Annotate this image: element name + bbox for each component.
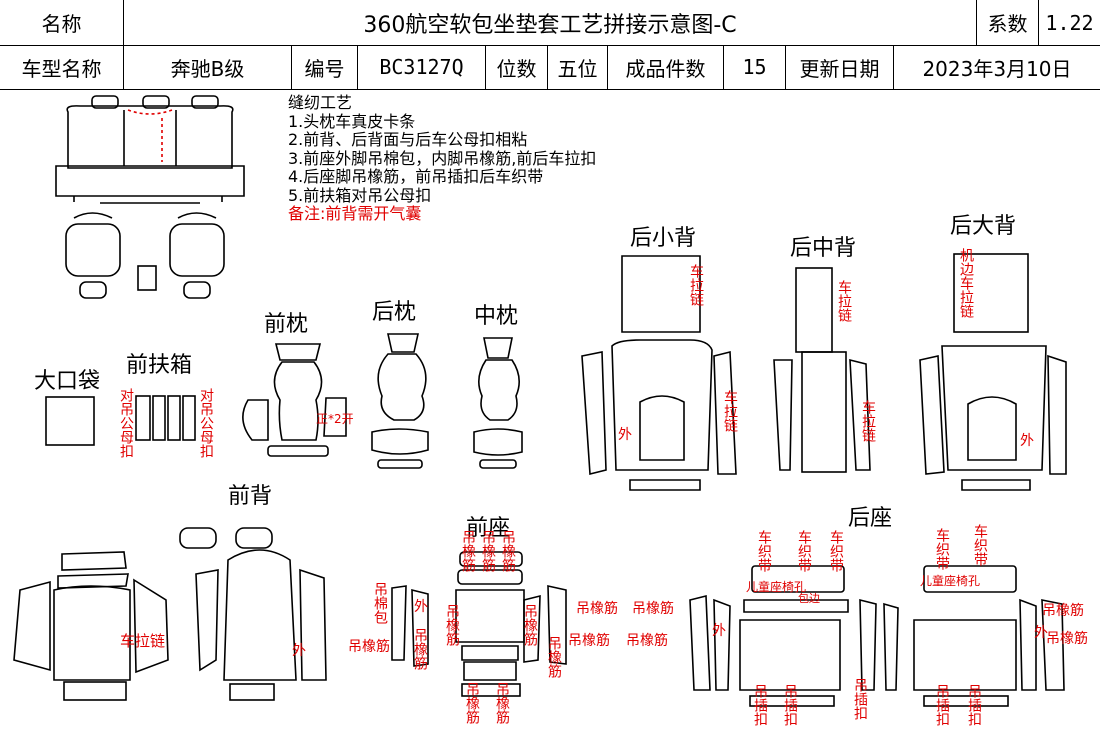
hang-buckle-3: 吊插扣 — [852, 678, 868, 720]
hang-elastic-seat-10: 吊橡筋 — [494, 682, 510, 724]
hang-elastic-rear-1: 吊橡筋 — [1042, 603, 1084, 619]
rear-strap-5: 车织带 — [972, 524, 988, 566]
note-item: 3.前座外脚吊棉包，内脚吊橡筋,前后车拉扣 — [288, 148, 597, 168]
car-label: 车型名称 — [0, 45, 124, 89]
hang-elastic-seat-7: 吊橡筋 — [522, 604, 538, 646]
header-row-2: 车型名称 奔驰B级 编号 BC3127Q 位数 五位 成品件数 15 更新日期 … — [0, 45, 1100, 90]
hang-elastic-seat-6: 吊橡筋 — [444, 604, 460, 646]
car-overview — [55, 95, 245, 299]
notes-title: 缝纫工艺 — [288, 93, 353, 112]
outer-mark-seat: 外 — [414, 599, 428, 615]
mid-pillow-label: 中枕 — [474, 304, 519, 329]
car-value: 奔驰B级 — [124, 45, 292, 89]
note-item: 1.头枕车真皮卡条 — [288, 111, 416, 131]
rear-big-back-shapes — [919, 253, 1067, 491]
hang-buckle-2: 吊插扣 — [782, 684, 798, 726]
hang-elastic-seat-3: 吊橡筋 — [460, 530, 476, 572]
outer-mark-rear: 外 — [712, 623, 726, 639]
hang-elastic-seat-11: 吊橡筋 — [576, 601, 618, 617]
rear-zip-mid-side: 车拉链 — [860, 400, 876, 442]
front-pillow-label: 前枕 — [264, 312, 309, 337]
date-label: 更新日期 — [786, 45, 894, 89]
rear-strap-4: 车织带 — [934, 528, 950, 570]
pieces-value: 15 — [724, 45, 786, 89]
hang-buckle-1: 吊插扣 — [752, 684, 768, 726]
front-armrest-shapes — [135, 395, 196, 441]
rear-small-back-shapes — [581, 255, 737, 491]
rear-strap-3: 车织带 — [828, 530, 844, 572]
rear-pillow-shapes — [371, 333, 429, 469]
date-value: 2023年3月10日 — [922, 56, 1072, 81]
hang-elastic-seat-2: 吊橡筋 — [412, 628, 428, 670]
pieces-label: 成品件数 — [608, 45, 724, 89]
rear-big-back-label: 后大背 — [950, 214, 1017, 239]
rear-mid-back-shapes — [773, 267, 871, 473]
big-pocket-shape — [45, 396, 95, 446]
big-pocket-label: 大口袋 — [34, 369, 101, 394]
mid-pillow-shapes — [473, 337, 523, 469]
hang-elastic-seat-4: 吊橡筋 — [480, 530, 496, 572]
hang-elastic-rear-2: 吊橡筋 — [1046, 631, 1088, 647]
rear-zip-mid: 车拉链 — [836, 280, 852, 322]
hang-buckle-5: 吊插扣 — [966, 684, 982, 726]
outer-mark-front: 外 — [292, 643, 306, 659]
pair-hang-left: 对吊公母扣 — [118, 388, 134, 458]
hang-elastic-seat-8: 吊橡筋 — [546, 636, 562, 678]
rear-small-back-label: 后小背 — [630, 226, 697, 251]
rear-pillow-label: 后枕 — [372, 300, 417, 325]
page-title: 360航空软包坐垫套工艺拼接示意图-C — [124, 0, 977, 45]
wrap-edge-note: 包边 — [798, 592, 820, 605]
front-seat-label: 前座 — [466, 516, 511, 541]
note-item: 2.前背、后背面与后车公母扣相粘 — [288, 130, 528, 149]
machine-edge-zip: 机边车拉链 — [958, 248, 974, 318]
child-seat-hole-1: 儿童座椅孔 — [746, 580, 807, 594]
hang-elastic-seat-9: 吊橡筋 — [464, 682, 480, 724]
header-row-1: 名称 360航空软包坐垫套工艺拼接示意图-C 系数 1.22 — [0, 0, 1100, 46]
hang-cotton-note: 吊棉包 — [372, 582, 388, 624]
hang-buckle-4: 吊插扣 — [934, 684, 950, 726]
rear-zip-front-back: 车拉链 — [120, 632, 166, 650]
note-item: 4.后座脚吊橡筋，前吊插扣后车织带 — [288, 167, 544, 186]
outer-mark-big: 外 — [1020, 433, 1034, 449]
rear-seat-label: 后座 — [848, 506, 893, 531]
outer-mark-rear-2: 外 — [1034, 625, 1048, 641]
rear-mid-back-label: 后中背 — [790, 236, 857, 261]
hang-elastic-seat-1: 吊橡筋 — [348, 639, 390, 655]
front-armrest-label: 前扶箱 — [126, 353, 193, 378]
front-back-label: 前背 — [228, 484, 273, 509]
sewing-notes: 缝纫工艺 1.头枕车真皮卡条 2.前背、后背面与后车公母扣相粘 3.前座外脚吊棉… — [288, 93, 597, 224]
coef-label: 系数 — [977, 0, 1039, 45]
rear-seat-shapes — [689, 565, 1065, 707]
code-label: 编号 — [292, 45, 358, 89]
child-seat-hole-2: 儿童座椅孔 — [920, 574, 981, 588]
seats-value: 五位 — [548, 45, 608, 89]
pair-hang-right: 对吊公母扣 — [198, 388, 214, 458]
notes-remark: 备注:前背需开气囊 — [288, 204, 422, 223]
outer-mark: 外 — [618, 427, 632, 443]
rear-strap-1: 车织带 — [756, 530, 772, 572]
coef-value: 1.22 — [1045, 10, 1094, 35]
hang-elastic-seat-5: 吊橡筋 — [500, 530, 516, 572]
code-value: BC3127Q — [358, 45, 486, 89]
rear-zip-small-side: 车拉链 — [722, 390, 738, 432]
seats-label: 位数 — [486, 45, 548, 89]
note-item: 5.前扶箱对吊公母扣 — [288, 185, 432, 205]
rear-zip-small: 车拉链 — [688, 264, 704, 306]
front-back-shapes — [13, 527, 327, 701]
front-pillow-shapes — [242, 343, 347, 457]
cut-open-note: 正*2开 — [316, 412, 354, 426]
rear-strap-2: 车织带 — [796, 530, 812, 572]
header-table: 名称 360航空软包坐垫套工艺拼接示意图-C 系数 1.22 车型名称 奔驰B级… — [0, 0, 1100, 90]
front-seat-shapes — [391, 551, 567, 697]
hang-elastic-seat-12: 吊橡筋 — [632, 601, 674, 617]
hang-elastic-seat-14: 吊橡筋 — [626, 633, 668, 649]
name-label: 名称 — [0, 0, 124, 45]
hang-elastic-seat-13: 吊橡筋 — [568, 633, 610, 649]
